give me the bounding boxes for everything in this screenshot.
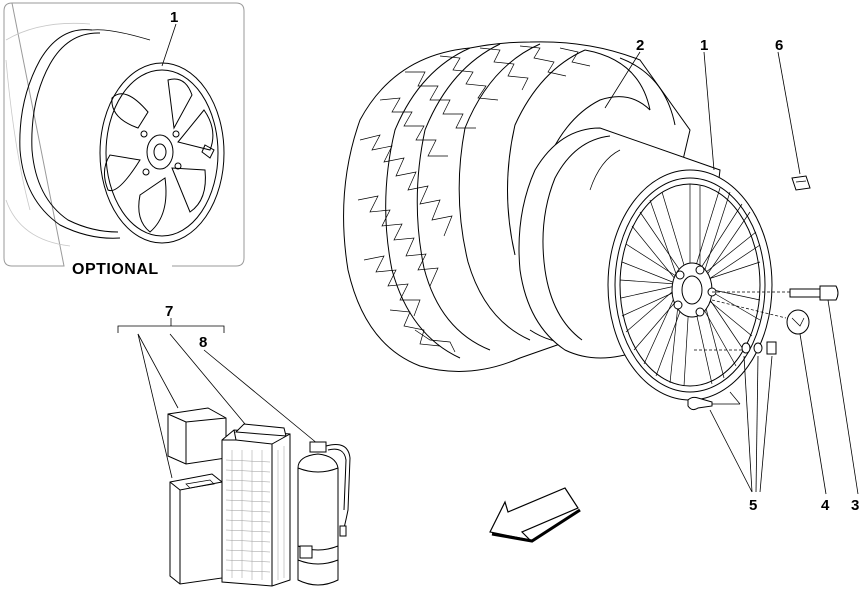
callout-wheel: 1	[700, 37, 708, 54]
callout-valves: 5	[749, 497, 757, 514]
wheel-bolt	[712, 285, 839, 301]
compressor-box	[169, 473, 223, 585]
optional-callout: 1	[170, 9, 178, 26]
callout-centre-cap: 4	[821, 497, 830, 514]
centre-cap	[711, 299, 810, 335]
kit-bag	[221, 423, 291, 587]
main-wheel	[518, 127, 773, 401]
callout-kit-group: 7	[165, 303, 173, 320]
callout-sealant: 8	[199, 334, 207, 351]
optional-leader-line	[161, 23, 177, 67]
direction-arrow	[489, 487, 581, 543]
optional-caption: OPTIONAL	[72, 261, 159, 278]
callout-spacer: 6	[775, 37, 783, 54]
optional-wheel-panel: 1 OPTIONAL	[3, 2, 245, 278]
kit-case-lid	[167, 407, 227, 465]
tyre-tread-pattern	[357, 45, 591, 353]
repair-kit: 7 8	[117, 303, 351, 587]
callout-bolt: 3	[851, 497, 859, 514]
callout-tyre: 2	[636, 37, 644, 54]
sealant-canister	[297, 441, 351, 586]
optional-alloy-wheel	[19, 29, 225, 244]
tyre-valve-set	[687, 341, 777, 411]
spacer-shim	[791, 175, 811, 191]
leader-lines	[604, 51, 859, 495]
group-bracket	[117, 325, 225, 333]
